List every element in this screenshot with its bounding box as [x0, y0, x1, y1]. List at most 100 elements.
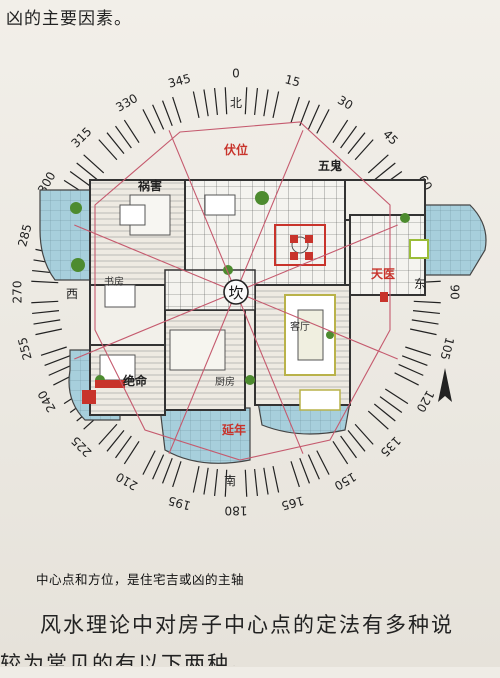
- compass-tick: [263, 467, 269, 495]
- compass-tick: [254, 88, 259, 116]
- compass-tick: [32, 310, 60, 315]
- compass-tick: [347, 132, 366, 155]
- compass-tick: [192, 91, 200, 119]
- compass-degree-label: 120: [413, 388, 437, 415]
- compass-tick: [83, 154, 105, 174]
- center-label: 坎: [228, 284, 243, 302]
- compass-tick: [384, 388, 409, 405]
- sector-ray: [74, 224, 237, 293]
- compass-tick: [263, 89, 269, 117]
- sector-ray: [235, 291, 304, 454]
- sector-label-huohai: 祸害: [138, 178, 162, 193]
- compass-tick: [332, 119, 349, 144]
- compass-tick: [161, 100, 173, 127]
- compass-tick: [373, 162, 396, 181]
- compass-tick: [33, 319, 61, 325]
- compass-degree-label: 315: [68, 124, 94, 150]
- sector-overlay: [74, 121, 398, 461]
- room-label-kitchen: 厨房: [215, 375, 235, 388]
- compass-tick: [40, 346, 67, 356]
- compass-tick: [307, 104, 320, 130]
- compass-degree-label: 150: [332, 469, 359, 493]
- compass-degree-label: 165: [280, 493, 306, 512]
- compass-tick: [398, 363, 424, 376]
- compass-tick: [347, 429, 366, 452]
- floor-plan: [39, 179, 487, 464]
- compass-degree-label: 285: [15, 223, 34, 249]
- compass-tick: [244, 87, 248, 115]
- compass-tick: [307, 454, 320, 480]
- compass-degree-label: 330: [113, 91, 140, 115]
- compass-tick: [106, 132, 125, 155]
- compass-degree-label: 225: [68, 433, 94, 459]
- compass-tick: [254, 468, 259, 496]
- compass-tick: [123, 440, 140, 465]
- compass-tick: [142, 450, 156, 475]
- sector-ray: [168, 130, 237, 293]
- compass-tick: [192, 465, 200, 493]
- feng-shui-compass-figure: 0153045607590105120135150165180195210225…: [11, 67, 487, 518]
- compass-degree-label: 345: [167, 71, 193, 90]
- compass-degree-label: 30: [335, 93, 355, 113]
- compass-tick: [161, 457, 173, 484]
- sector-label-fuwei: 伏位: [224, 142, 248, 157]
- compass-tick: [299, 457, 311, 484]
- compass-tick: [115, 435, 132, 459]
- compass-tick: [123, 119, 140, 144]
- compass-degree-label: 45: [380, 127, 401, 148]
- compass-tick: [401, 355, 428, 367]
- compass-tick: [98, 423, 118, 445]
- compass-tick: [48, 363, 74, 376]
- compass-tick: [224, 469, 228, 497]
- compass-tick: [299, 100, 311, 127]
- compass-tick: [152, 104, 165, 130]
- compass-tick: [172, 461, 182, 488]
- compass-tick: [412, 310, 440, 315]
- compass-tick: [413, 300, 441, 304]
- compass-tick: [394, 372, 419, 386]
- compass-degree-label: 240: [35, 388, 59, 415]
- compass-tick: [115, 125, 132, 149]
- compass-degree-label: 210: [113, 469, 140, 493]
- compass-degree-label: 0: [232, 67, 240, 81]
- compass-degree-label: 105: [437, 336, 456, 362]
- compass-degree-label: 90: [448, 284, 462, 299]
- compass-tick: [409, 328, 437, 336]
- sector-ray: [235, 130, 304, 293]
- header-text: 凶的主要因素。: [6, 9, 132, 29]
- compass-tick: [152, 454, 165, 480]
- compass-tick: [290, 96, 300, 123]
- body-text-line-1: 风水理论中对房子中心点的定法有多种说: [40, 613, 454, 637]
- compass-tick: [106, 429, 125, 452]
- compass-tick: [367, 410, 389, 430]
- sector-ray: [235, 291, 398, 360]
- sector-label-wugui: 五鬼: [318, 158, 342, 173]
- compass-tick: [316, 450, 330, 475]
- center-point: 坎: [223, 279, 249, 305]
- compass-degree-label: 255: [15, 336, 34, 362]
- sector-ray: [235, 224, 398, 293]
- compass-tick: [76, 162, 99, 181]
- compass-tick: [340, 435, 357, 459]
- direction-north: 北: [230, 96, 242, 110]
- direction-south: 南: [224, 473, 236, 488]
- room-label-living: 客厅: [290, 320, 310, 333]
- sector-label-yannian: 延年: [221, 422, 246, 437]
- compass-tick: [98, 139, 118, 161]
- direction-east: 东: [414, 277, 426, 291]
- room-label-study: 书房: [104, 275, 124, 288]
- compass-tick: [332, 440, 349, 465]
- compass-degree-label: 270: [11, 281, 25, 304]
- compass-degree-label: 195: [167, 493, 193, 512]
- sector-label-tianyi: 天医: [371, 267, 395, 281]
- north-arrow-icon: [438, 368, 452, 402]
- compass-tick: [31, 280, 59, 284]
- compass-tick: [367, 154, 389, 174]
- compass-tick: [272, 465, 280, 493]
- sector-label-jueming: 绝命: [123, 373, 148, 388]
- compass-tick: [340, 125, 357, 149]
- compass-tick: [35, 328, 63, 336]
- compass-tick: [354, 139, 374, 161]
- compass-tick: [213, 88, 218, 116]
